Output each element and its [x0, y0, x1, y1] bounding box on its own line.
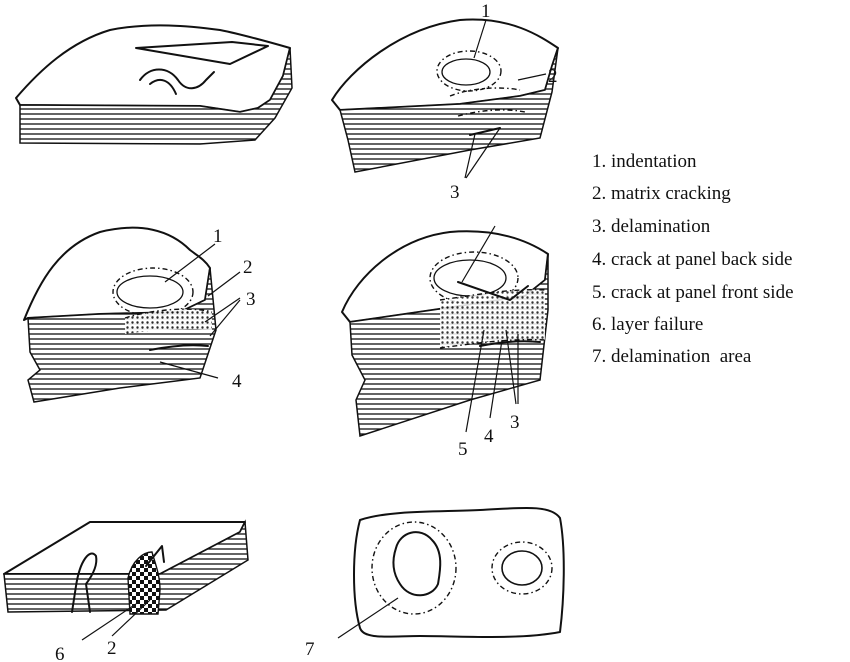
label-d2: 2: [107, 638, 117, 659]
leader-a1: [473, 19, 487, 59]
specimen-front-crack: [341, 230, 549, 437]
label-b3: 3: [246, 289, 256, 310]
label-b4: 4: [232, 371, 242, 392]
leader-d2: [111, 599, 151, 637]
leader-c4: [489, 339, 503, 419]
legend-item-3: 3. delamination: [592, 216, 711, 237]
label-b2: 2: [243, 257, 253, 278]
leader-c-top: [461, 225, 496, 283]
leader-e7: [337, 597, 399, 639]
legend-item-5: 5. crack at panel front side: [592, 282, 794, 303]
legend-item-6: 6. layer failure: [592, 314, 703, 335]
specimen-layer-failure: [3, 519, 249, 615]
delamination-area-view: [353, 506, 565, 638]
label-d6: 6: [55, 644, 65, 662]
specimen-indentation: [331, 18, 559, 173]
leader-b2: [207, 271, 241, 297]
specimen-back-crack: [23, 226, 217, 403]
label-b1: 1: [213, 226, 223, 247]
leader-c3a: [505, 329, 517, 405]
leader-a3a: [464, 133, 476, 179]
leader-b1: [164, 243, 216, 283]
legend-item-1: 1. indentation: [592, 151, 697, 172]
legend-item-7: 7. delamination area: [592, 346, 752, 367]
label-c3: 3: [510, 412, 520, 433]
legend-item-4: 4. crack at panel back side: [592, 249, 792, 270]
leader-d6: [81, 603, 137, 641]
label-a3: 3: [450, 182, 460, 203]
leader-b3b: [209, 299, 241, 337]
label-c4: 4: [484, 426, 494, 447]
label-c5: 5: [458, 439, 468, 460]
leader-a2: [517, 73, 547, 81]
leader-c5: [465, 329, 485, 433]
legend: 1. indentation 2. matrix cracking 3. del…: [592, 151, 794, 367]
leader-a3b: [465, 127, 501, 179]
label-a2: 2: [548, 66, 558, 87]
label-a1: 1: [481, 1, 491, 22]
specimen-surface-crack: [15, 24, 293, 145]
leader-b4: [159, 361, 219, 379]
legend-item-2: 2. matrix cracking: [592, 183, 731, 204]
label-e7: 7: [305, 639, 315, 660]
leader-b3a: [204, 297, 241, 323]
